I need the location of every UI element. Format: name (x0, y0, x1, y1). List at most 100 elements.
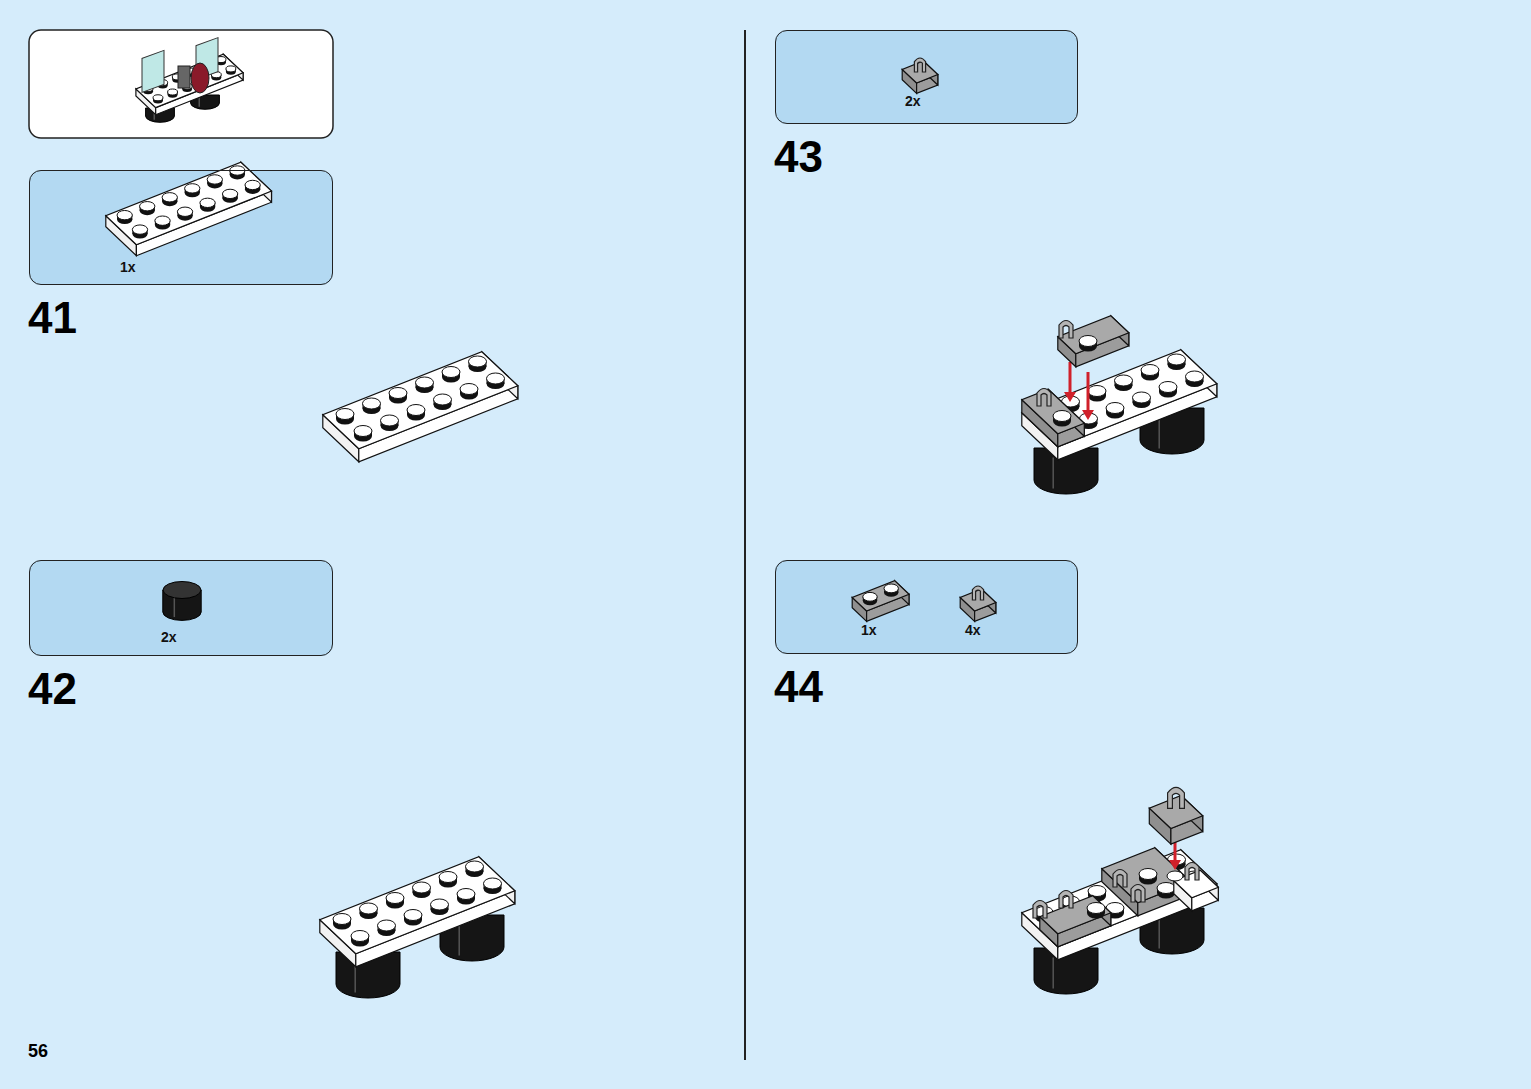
stud (117, 210, 132, 219)
stud (168, 89, 178, 95)
clip (1113, 870, 1127, 888)
stud (442, 367, 460, 378)
clip (1185, 863, 1199, 881)
part-quantity: 1x (861, 622, 877, 638)
stud (469, 356, 487, 367)
stud (1079, 336, 1097, 347)
plate-top (1058, 316, 1129, 354)
stud (1088, 386, 1106, 397)
parts-panel: 2x (775, 30, 1078, 124)
stud (431, 899, 449, 910)
stud (460, 384, 478, 395)
arrow-line (1069, 362, 1072, 394)
plate-top (902, 61, 938, 83)
stud (413, 882, 431, 893)
stud (863, 592, 877, 601)
clip (914, 58, 925, 72)
clip (972, 586, 983, 600)
stud (351, 931, 369, 942)
page-number: 56 (28, 1042, 48, 1060)
stud (1159, 382, 1177, 393)
stud (333, 914, 351, 925)
stud (1106, 403, 1124, 414)
stud (416, 377, 434, 388)
stud (363, 398, 381, 409)
stud (162, 193, 177, 202)
plate-top (1022, 389, 1085, 434)
round-brick-shade (1052, 958, 1054, 989)
stud (132, 225, 147, 234)
plate-top (320, 857, 515, 954)
stud (155, 216, 170, 225)
stud (381, 415, 399, 426)
part-quantity: 4x (965, 622, 981, 638)
stud (153, 95, 163, 101)
step-number: 43 (774, 135, 823, 179)
stud (404, 910, 422, 921)
glass-panel (142, 50, 164, 92)
stud (245, 180, 260, 189)
stud (360, 903, 378, 914)
clip (1059, 321, 1073, 339)
red-wheel (191, 63, 209, 93)
stud (1115, 375, 1133, 386)
round-brick-shade (1052, 458, 1054, 489)
plate-top (960, 589, 996, 611)
stud (140, 202, 155, 211)
stud (466, 861, 484, 872)
stud (1168, 354, 1186, 365)
clip (1037, 389, 1051, 407)
clip (1059, 891, 1073, 909)
stud (389, 388, 407, 399)
stud (200, 198, 215, 207)
round-brick-shade (458, 925, 460, 956)
stud (185, 184, 200, 193)
parts-panel: 1x (29, 170, 333, 285)
parts-panel-fill (775, 560, 1078, 654)
stud (1139, 869, 1157, 880)
clip (1033, 901, 1047, 919)
part-quantity: 2x (905, 93, 921, 109)
stud (407, 405, 425, 416)
plate-top (1149, 796, 1202, 829)
round-brick-shade (174, 597, 176, 617)
parts-panel-fill (29, 560, 333, 656)
plate-top (852, 581, 909, 611)
stud (484, 878, 502, 889)
stud (226, 66, 236, 72)
page-divider (744, 30, 746, 1060)
arrow-head (1169, 860, 1181, 870)
parts-panel: 1x 4x (775, 560, 1078, 654)
plate-top (106, 162, 272, 245)
plate-top (1022, 350, 1217, 447)
parts-panel: 2x (29, 560, 333, 656)
stud (207, 175, 222, 184)
stud (386, 893, 404, 904)
stud (177, 207, 192, 216)
plate-top (1040, 896, 1111, 934)
clip (1168, 787, 1185, 808)
stud (1053, 411, 1071, 422)
submodel-box (29, 30, 333, 138)
arrow-head (1082, 410, 1094, 420)
stud (487, 373, 505, 384)
stud (1141, 365, 1159, 376)
stud (1157, 883, 1175, 894)
round-brick-shade (1158, 418, 1160, 449)
arrow-line (1087, 372, 1090, 412)
stud (222, 189, 237, 198)
step-number: 41 (28, 296, 77, 340)
stud (1133, 392, 1151, 403)
part-quantity: 1x (120, 259, 136, 275)
stud (336, 409, 354, 420)
stud (434, 394, 452, 405)
stud (457, 889, 475, 900)
plate-top (323, 352, 518, 449)
part-quantity: 2x (161, 629, 177, 645)
step-number: 42 (28, 667, 77, 711)
parts-panel-fill (775, 30, 1078, 124)
round-brick-shade (198, 97, 200, 106)
grey-part (178, 66, 190, 88)
round-brick-shade (1158, 918, 1160, 949)
